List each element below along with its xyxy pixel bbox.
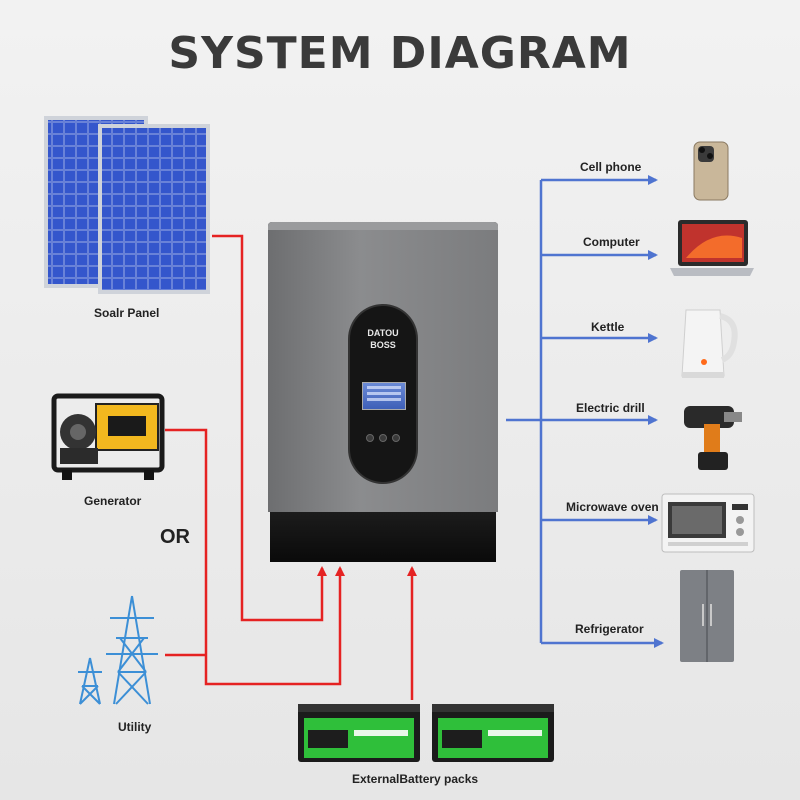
utility-tower-icon — [78, 595, 158, 705]
led — [379, 434, 387, 442]
inverter-brand-line2: BOSS — [370, 340, 396, 350]
output-label-refrigerator: Refrigerator — [575, 622, 644, 636]
led — [392, 434, 400, 442]
kettle-icon — [681, 309, 738, 378]
inverter-base — [270, 512, 496, 562]
diagram-title: SYSTEM DIAGRAM — [168, 28, 632, 79]
output-label-kettle: Kettle — [591, 320, 625, 334]
generator-icon — [51, 393, 165, 480]
cell-phone-icon — [693, 141, 729, 201]
generator-wire — [165, 428, 345, 686]
input-wires — [165, 234, 417, 700]
inverter-control-panel: DATOU BOSS — [350, 306, 416, 482]
or-label: OR — [160, 526, 190, 548]
inverter-top — [268, 222, 498, 230]
inverter-brand-line1: DATOU — [367, 328, 399, 338]
output-label-electric-drill: Electric drill — [576, 401, 645, 415]
solar-wire — [212, 234, 327, 622]
status-leds — [366, 434, 400, 442]
refrigerator-icon — [680, 570, 734, 662]
output-label-computer: Computer — [583, 235, 640, 249]
battery-1 — [298, 704, 420, 762]
electric-drill-icon — [684, 406, 742, 470]
battery-packs-icon — [298, 704, 554, 762]
output-wires — [506, 175, 664, 648]
led — [366, 434, 374, 442]
output-label-cell-phone: Cell phone — [580, 160, 642, 174]
microwave-icon — [661, 493, 755, 553]
output-label-microwave: Microwave oven — [566, 500, 659, 514]
inverter: DATOU BOSS — [268, 222, 498, 562]
utility-label: Utility — [118, 720, 152, 734]
solar-label: Soalr Panel — [94, 306, 160, 320]
solar-panel-icon — [44, 116, 210, 294]
computer-icon — [670, 220, 754, 276]
lcd-screen — [362, 382, 406, 410]
battery-label: ExternalBattery packs — [352, 772, 479, 786]
battery-2 — [432, 704, 554, 762]
generator-label: Generator — [84, 494, 142, 508]
